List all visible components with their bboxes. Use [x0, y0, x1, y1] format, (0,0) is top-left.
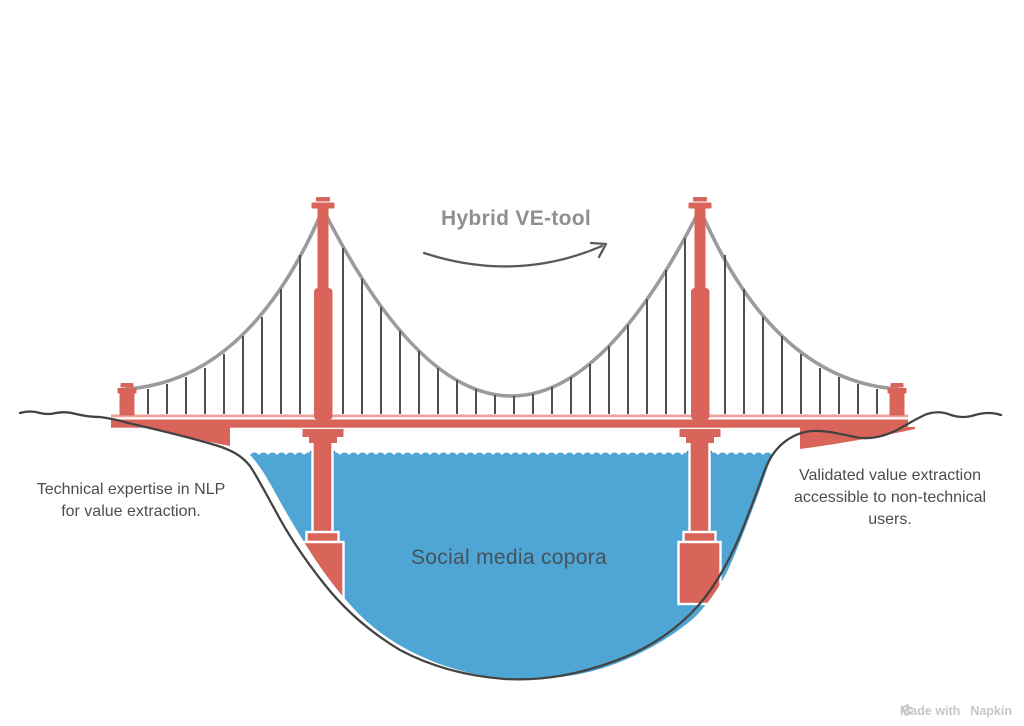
tower-left: [302, 197, 344, 443]
cable-left-span: [125, 207, 325, 391]
anchor-pier-right: [887, 383, 907, 416]
anchor-right-cap: [890, 383, 904, 388]
deck-top-line: [111, 414, 908, 418]
tower-left-pier-cap: [302, 429, 344, 437]
water-shape: [250, 452, 772, 679]
diagram-title: Hybrid VE-tool: [440, 207, 592, 230]
anchor-right-bar: [887, 388, 907, 394]
anchor-left-body: [119, 393, 135, 416]
cable-right-span: [698, 207, 899, 391]
watermark-brand: Napkin: [970, 704, 1012, 718]
tower-right-pier-step: [686, 437, 714, 443]
tower-right-lower-column: [691, 288, 710, 420]
anchor-left-bar: [117, 388, 137, 394]
right-annotation-line: Validated value extraction: [798, 467, 982, 484]
tower-left-pier-step: [309, 437, 337, 443]
anchor-left-cap: [120, 383, 134, 388]
bridge-deck: [111, 414, 908, 428]
terrain-outline: [18, 410, 1003, 681]
deck-band: [111, 419, 908, 428]
pedestal-band-right: [682, 530, 717, 544]
flow-arrow: [422, 241, 608, 268]
tower-right-cap: [693, 197, 707, 202]
watermark: Made with Napkin: [900, 704, 1012, 718]
pedestal-band-left: [305, 530, 340, 544]
tower-left-cap-bar: [311, 202, 335, 209]
left-annotation-line: for value extraction.: [61, 503, 201, 521]
tower-right-cap-bar: [688, 202, 712, 209]
anchor-pier-left: [117, 383, 137, 416]
anchor-right-body: [889, 393, 905, 416]
tower-right-pier-cap: [679, 429, 721, 437]
hanger-lines: [147, 238, 878, 414]
right-annotation-line: users.: [868, 511, 912, 529]
tower-left-lower-column: [314, 288, 333, 420]
pedestal-block-right: [677, 540, 722, 606]
cable-main-span: [321, 207, 702, 398]
pier-column-left: [311, 439, 334, 536]
pier-column-right: [688, 439, 711, 536]
left-annotation-line: Technical expertise in NLP: [36, 481, 226, 498]
tower-right: [679, 197, 721, 443]
tower-left-cap: [316, 197, 330, 202]
left-annotation: Technical expertise in NLP for value ext…: [11, 479, 251, 523]
water-label: Social media copora: [411, 546, 607, 569]
right-annotation: Validated value extraction accessible to…: [770, 465, 1010, 531]
tower-left-upper-column: [317, 208, 329, 292]
watermark-prefix: Made with: [899, 704, 961, 718]
right-annotation-line: accessible to non-technical: [793, 489, 987, 507]
tower-right-upper-column: [694, 208, 706, 292]
